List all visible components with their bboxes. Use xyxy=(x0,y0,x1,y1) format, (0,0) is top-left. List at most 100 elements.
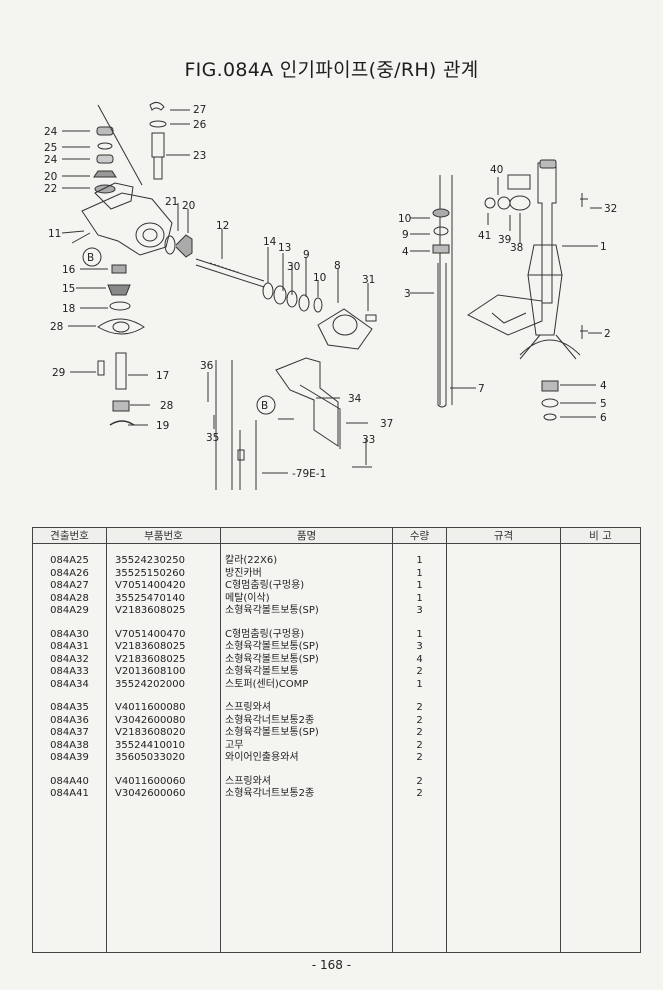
callout-13: 13 xyxy=(278,242,291,254)
header-quantity: 수량 xyxy=(392,527,447,544)
cell-part-name: 소형육각너트보통2종 xyxy=(225,788,315,799)
column-ref-no: 084A25 084A26 084A27 084A28 084A29 084A3… xyxy=(32,543,107,953)
cell-qty: 1 xyxy=(416,678,423,690)
cell-part-name: C형멈춤링(구멍용) xyxy=(225,580,305,591)
cell-part-no: 35605033020 xyxy=(115,752,185,763)
cell-ref: 084A30 xyxy=(50,628,89,640)
diagram-callout-labels: 27 26 23 24 25 24 20 22 11 21 20 12 14 1… xyxy=(44,104,617,480)
cell-ref: 084A28 xyxy=(50,592,89,604)
callout-41: 41 xyxy=(478,230,491,242)
cell-qty: 2 xyxy=(416,714,423,726)
column-remarks xyxy=(560,543,641,953)
cell-part-name: 소형육각볼트보통 xyxy=(225,666,299,677)
cell-ref: 084A27 xyxy=(50,580,89,591)
cell-part-no: V2183608025 xyxy=(115,641,186,652)
bearing-24 xyxy=(96,126,114,136)
callout-25: 25 xyxy=(44,142,57,154)
callout-6: 6 xyxy=(600,412,607,424)
cell-part-name: 소형육각너트보통2종 xyxy=(225,714,315,726)
cell-part-name: 소형육각볼트보통(SP) xyxy=(225,605,319,616)
snap-ring-27 xyxy=(149,101,165,111)
cell-ref: 084A38 xyxy=(50,739,89,751)
cell-ref: 084A32 xyxy=(50,653,89,665)
cell-ref: 084A36 xyxy=(50,714,89,726)
washer-26 xyxy=(149,120,167,128)
callout-21: 21 xyxy=(165,196,178,208)
callout-20b: 20 xyxy=(182,200,195,212)
cell-qty: 2 xyxy=(416,702,423,713)
cell-part-name: 와이어인출용와셔 xyxy=(225,752,299,763)
callout-17: 17 xyxy=(156,370,169,382)
callout-79e1: -79E-1 xyxy=(292,468,326,480)
callout-30: 30 xyxy=(287,261,300,273)
callout-15: 15 xyxy=(62,283,75,295)
cell-part-name: 스프링와셔 xyxy=(225,775,271,787)
cell-ref: 084A37 xyxy=(50,727,89,738)
callout-22: 22 xyxy=(44,183,57,195)
cell-part-name: 소형육각볼트보통(SP) xyxy=(225,727,319,738)
cell-part-no: 35524410010 xyxy=(115,739,185,751)
table-header-row: 견출번호 부품번호 품명 수량 규격 비 고 xyxy=(32,527,641,544)
page-title: FIG.084A 인기파이프(중/RH) 관계 xyxy=(184,59,479,81)
callout-7: 7 xyxy=(478,383,485,395)
cell-ref: 084A25 xyxy=(50,555,89,566)
cell-part-name: 메탈(이삭) xyxy=(225,592,270,604)
cell-qty: 2 xyxy=(416,788,423,799)
cell-qty: 2 xyxy=(416,727,423,738)
callout-38: 38 xyxy=(510,242,523,254)
cell-qty: 1 xyxy=(416,628,423,640)
cell-part-no: V4011600080 xyxy=(115,702,186,713)
callout-8: 8 xyxy=(334,260,341,272)
column-quantity: 1 1 1 1 3 1 3 4 2 1 2 2 2 2 2 2 2 xyxy=(392,543,447,953)
cell-part-no: 35524202000 xyxy=(115,678,185,690)
header-part-no: 부품번호 xyxy=(106,527,221,544)
cell-part-no: V2183608020 xyxy=(115,727,186,738)
cell-part-no: V2013608100 xyxy=(115,666,186,677)
cell-part-no: V7051400420 xyxy=(115,580,186,591)
cell-part-no: 35525150260 xyxy=(115,567,185,579)
cell-qty: 1 xyxy=(416,592,423,604)
callout-3: 3 xyxy=(404,288,411,300)
column-part-name: 칼라(22X6) 방진카버 C형멈춤링(구멍용) 메탈(이삭) 소형육각볼트보통… xyxy=(220,543,393,953)
callout-24b: 24 xyxy=(44,154,58,166)
cell-part-name: 스프링와셔 xyxy=(225,702,271,713)
cell-ref: 084A34 xyxy=(50,678,89,690)
callout-9b: 9 xyxy=(402,229,409,241)
cell-part-name: 칼라(22X6) xyxy=(225,555,278,566)
cell-ref: 084A41 xyxy=(50,788,89,799)
parts-list-table: 견출번호 부품번호 품명 수량 규격 비 고 084A25 084A26 084… xyxy=(32,527,641,953)
callout-24a: 24 xyxy=(44,126,58,138)
callout-11: 11 xyxy=(48,228,61,240)
callout-27: 27 xyxy=(193,104,206,116)
callout-B-center: B xyxy=(261,400,268,412)
cell-ref: 084A35 xyxy=(50,702,89,713)
cell-part-name: 소형육각볼트보통(SP) xyxy=(225,641,319,652)
callout-34: 34 xyxy=(348,393,362,405)
cell-qty: 1 xyxy=(416,580,423,591)
cell-part-no: V3042600060 xyxy=(115,788,186,799)
cell-qty: 2 xyxy=(416,752,423,763)
callout-23: 23 xyxy=(193,150,206,162)
callout-39: 39 xyxy=(498,234,511,246)
cell-part-name: 스토퍼(센터)COMP xyxy=(225,678,309,690)
callout-40: 40 xyxy=(490,164,503,176)
cell-qty: 1 xyxy=(416,555,423,566)
callout-B-left: B xyxy=(87,252,94,264)
column-part-no: 35524230250 35525150260 V7051400420 3552… xyxy=(106,543,221,953)
cell-part-no: V2183608025 xyxy=(115,605,186,616)
cell-qty: 3 xyxy=(416,605,423,616)
callout-14: 14 xyxy=(263,236,277,248)
header-remarks: 비 고 xyxy=(560,527,641,544)
cell-part-no: V3042600080 xyxy=(115,714,186,726)
cell-qty: 3 xyxy=(416,641,423,652)
cell-ref: 084A39 xyxy=(50,752,89,763)
callout-10a: 10 xyxy=(313,272,326,284)
cell-part-no: 35525470140 xyxy=(115,592,185,604)
cell-ref: 084A33 xyxy=(50,666,89,677)
cell-qty: 2 xyxy=(416,666,423,677)
callout-35: 35 xyxy=(206,432,219,444)
callout-10b: 10 xyxy=(398,213,411,225)
callout-5: 5 xyxy=(600,398,607,410)
callout-26: 26 xyxy=(193,119,207,131)
callout-12: 12 xyxy=(216,220,229,232)
